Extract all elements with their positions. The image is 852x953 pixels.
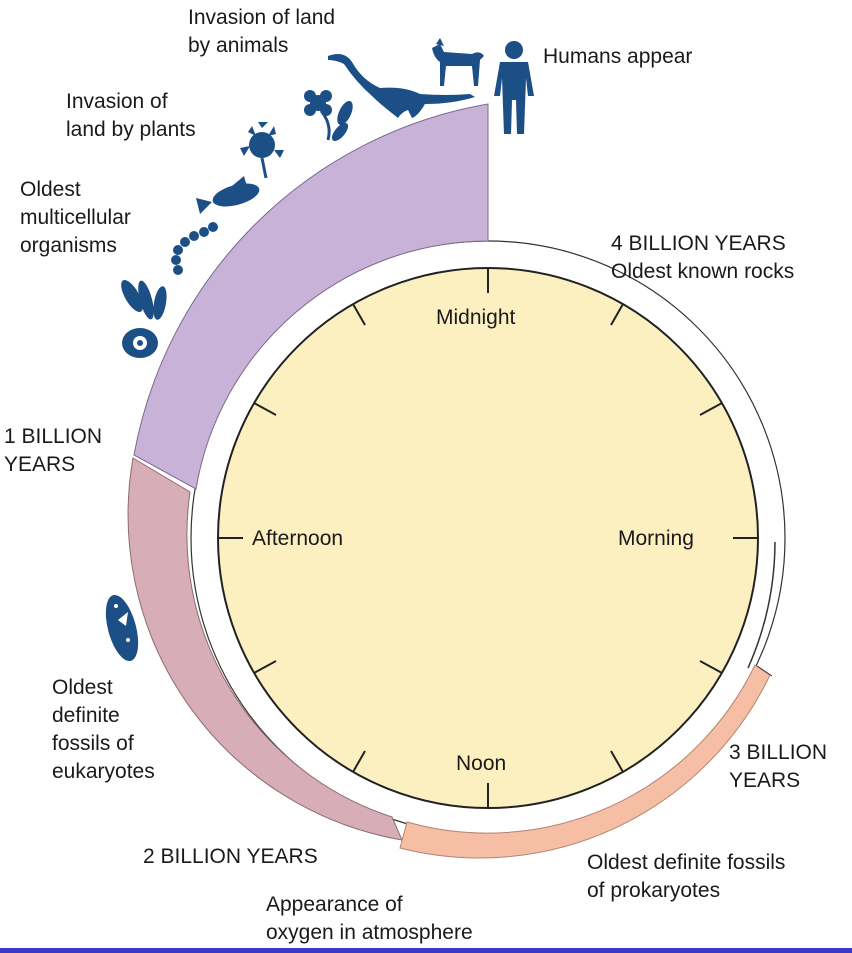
label-invasion-animals: Invasion of land by animals <box>188 4 335 60</box>
label-one-billion: 1 BILLION YEARS <box>4 423 102 479</box>
label-two-billion: 2 BILLION YEARS <box>143 843 318 871</box>
clock-label-morning: Morning <box>618 527 694 551</box>
label-three-billion: 3 BILLION YEARS <box>729 739 827 795</box>
algae-icon <box>117 277 169 321</box>
fish-icon <box>196 176 262 214</box>
label-four-billion: 4 BILLION YEARS Oldest known rocks <box>611 230 794 286</box>
clock-label-afternoon: Afternoon <box>252 527 343 551</box>
label-prokaryotes: Oldest definite fossils of prokaryotes <box>587 849 785 905</box>
protist-icon <box>122 328 158 358</box>
label-oldest-multicellular: Oldest multicellular organisms <box>20 176 131 260</box>
clock-label-noon: Noon <box>456 752 506 776</box>
dog-icon <box>432 38 484 86</box>
flower-icon <box>304 90 356 144</box>
label-humans-appear: Humans appear <box>543 43 692 71</box>
label-eukaryotes: Oldest definite fossils of eukaryotes <box>52 674 155 786</box>
label-oxygen: Appearance of oxygen in atmosphere <box>266 891 473 947</box>
eukaryote-cell-icon <box>100 592 145 665</box>
worm-icon <box>171 222 218 275</box>
plant-icon <box>240 122 284 178</box>
cropped-top-text <box>0 0 852 5</box>
label-invasion-plants: Invasion of land by plants <box>66 88 196 144</box>
bottom-accent-bar <box>0 948 852 953</box>
clock-label-midnight: Midnight <box>436 306 515 330</box>
human-icon <box>494 41 534 134</box>
